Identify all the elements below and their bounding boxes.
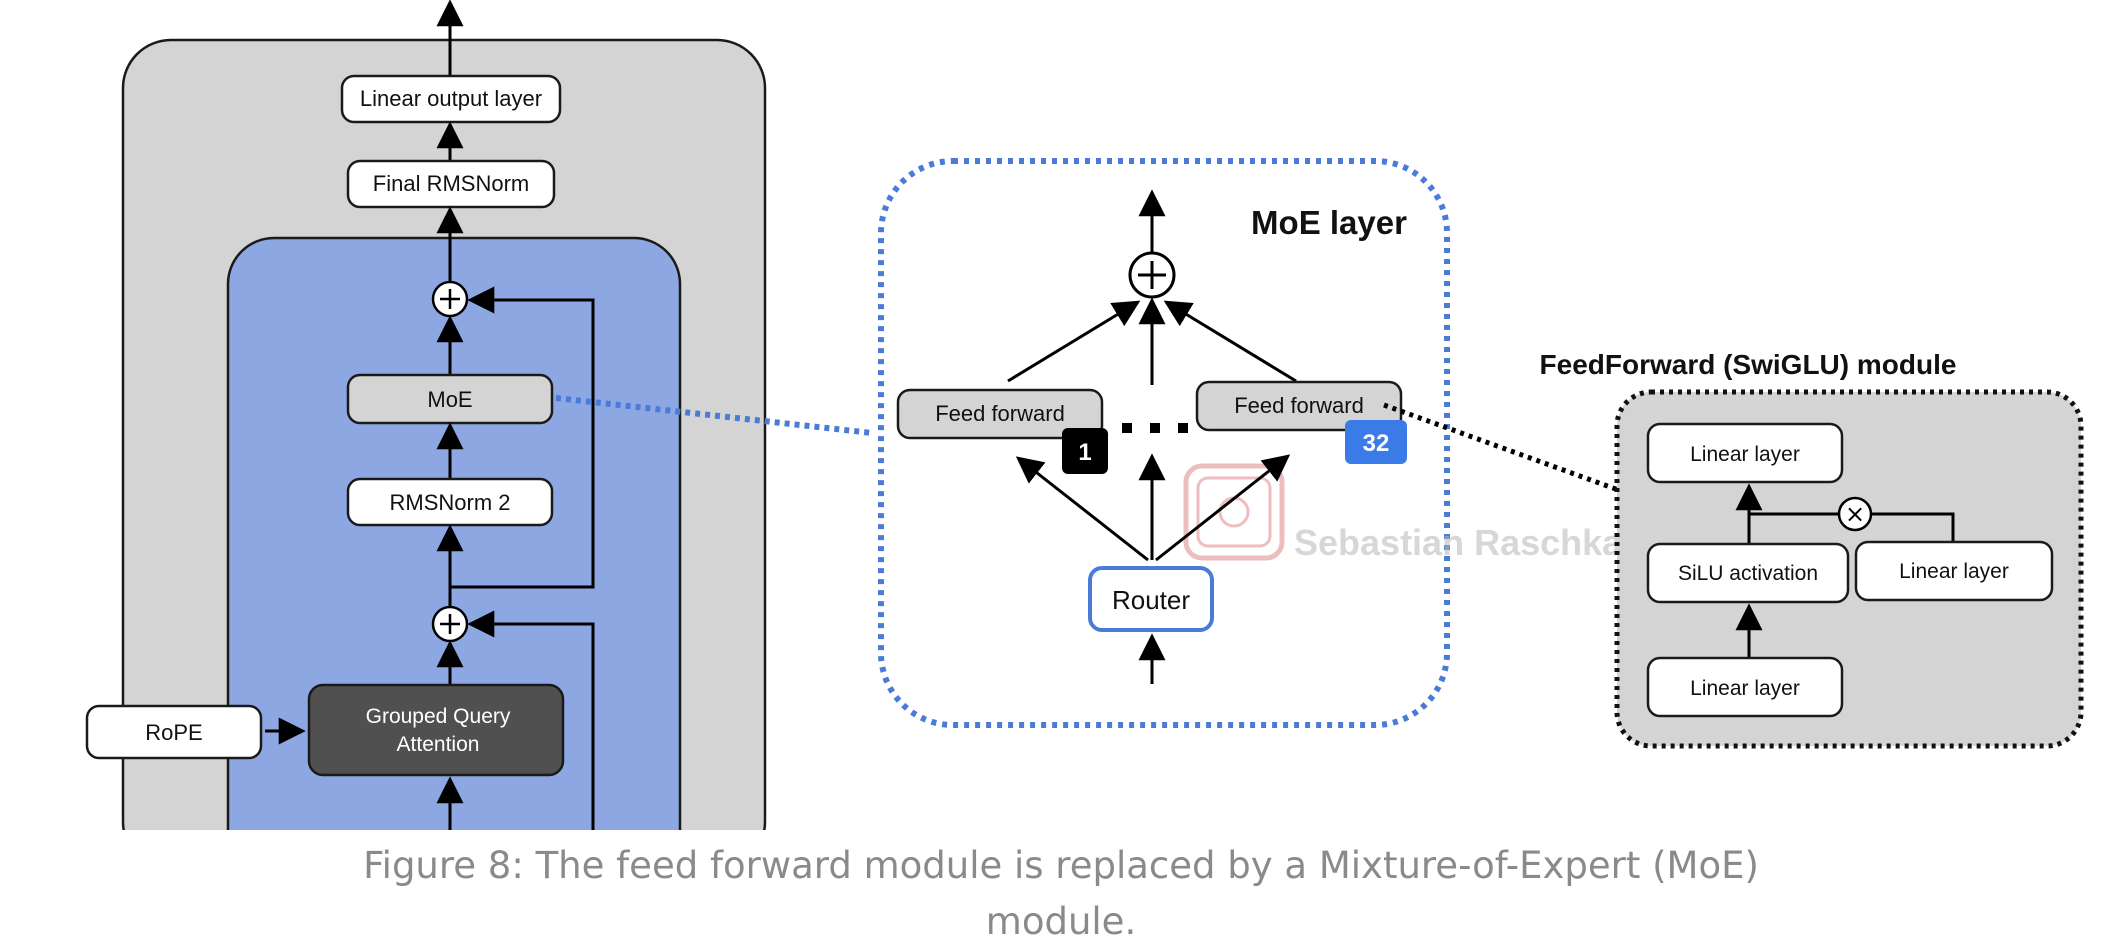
linear-layer-top-label: Linear layer (1690, 443, 1800, 466)
feed-forward-32-label: Feed forward (1234, 393, 1364, 418)
moe-layer-border (878, 158, 1450, 728)
caption-line-1: Figure 8: The feed forward module is rep… (363, 844, 1759, 887)
rmsnorm2-box: RMSNorm 2 (346, 477, 554, 527)
arrow-expert1-to-sum (1007, 300, 1141, 383)
gqa-box: Grouped Query Attention (307, 683, 565, 777)
linear-layer-right-label: Linear layer (1899, 560, 2009, 583)
watermark-seal (1183, 463, 1285, 561)
final-rmsnorm-box: Final RMSNorm (346, 159, 556, 209)
transformer-stack: Linear output layer Final RMSNorm MoE RM… (85, 0, 767, 830)
linear-layer-bottom-box: Linear layer (1646, 656, 1844, 718)
rope-label: RoPE (145, 720, 202, 745)
linear-output-layer-box: Linear output layer (340, 74, 562, 124)
feed-forward-1-label: Feed forward (935, 401, 1065, 426)
watermark: Sebastian Raschka (1183, 463, 1623, 563)
moe-layer-title: MoE layer (1251, 204, 1407, 241)
multiply-node: × (1837, 496, 1873, 532)
expert-32-badge-label: 32 (1363, 430, 1390, 457)
linear-layer-right-box: Linear layer (1854, 540, 2054, 602)
figure-caption: Figure 8: The feed forward module is rep… (0, 838, 2122, 950)
expert-feed-forward-32: Feed forward (1195, 380, 1403, 432)
arrow-router-to-expert1 (1015, 456, 1149, 562)
router-label: Router (1112, 585, 1190, 615)
moe-layer-panel: MoE layer Feed forward 1 (878, 158, 1623, 728)
multiply-symbol: × (1845, 500, 1865, 528)
silu-activation-label: SiLU activation (1678, 562, 1818, 585)
linear-layer-top-box: Linear layer (1646, 422, 1844, 484)
rope-box: RoPE (85, 704, 263, 760)
expert-feed-forward-1: Feed forward (896, 388, 1104, 440)
watermark-text: Sebastian Raschka (1294, 522, 1623, 563)
final-rmsnorm-label: Final RMSNorm (373, 171, 529, 196)
gate-connector-right (1871, 512, 1955, 544)
residual-skip-upper (450, 286, 595, 589)
caption-line-2: module. (985, 900, 1137, 943)
silu-activation-box: SiLU activation (1646, 542, 1850, 604)
rmsnorm2-label: RMSNorm 2 (389, 490, 510, 515)
arrow-router-to-expert32 (1155, 454, 1291, 562)
expert-32-badge: 32 (1345, 420, 1407, 464)
connector-expert-to-feedforward (1383, 402, 1625, 495)
moe-sum-node (1128, 251, 1176, 299)
gqa-label-line2: Attention (397, 733, 480, 756)
linear-layer-bottom-label: Linear layer (1690, 677, 1800, 700)
ellipsis-dots (1122, 423, 1188, 433)
connector-moe-to-moe-layer (555, 395, 873, 436)
arrow-expert32-to-sum (1163, 300, 1297, 383)
router-box: Router (1088, 566, 1214, 632)
linear-output-layer-label: Linear output layer (360, 86, 542, 111)
diagram-canvas: Linear output layer Final RMSNorm MoE RM… (85, 0, 2084, 830)
gqa-label-line1: Grouped Query (366, 705, 511, 728)
moe-label: MoE (427, 387, 472, 412)
expert-1-badge: 1 (1062, 428, 1108, 474)
expert-1-badge-label: 1 (1078, 439, 1091, 466)
residual-skip-lower (467, 610, 595, 830)
moe-box: MoE (346, 373, 554, 425)
residual-add-top (431, 280, 469, 318)
residual-add-middle (431, 605, 469, 643)
feedforward-module-panel: FeedForward (SwiGLU) module Linear layer… (1540, 349, 2084, 749)
feedforward-module-title: FeedForward (SwiGLU) module (1540, 349, 1957, 380)
